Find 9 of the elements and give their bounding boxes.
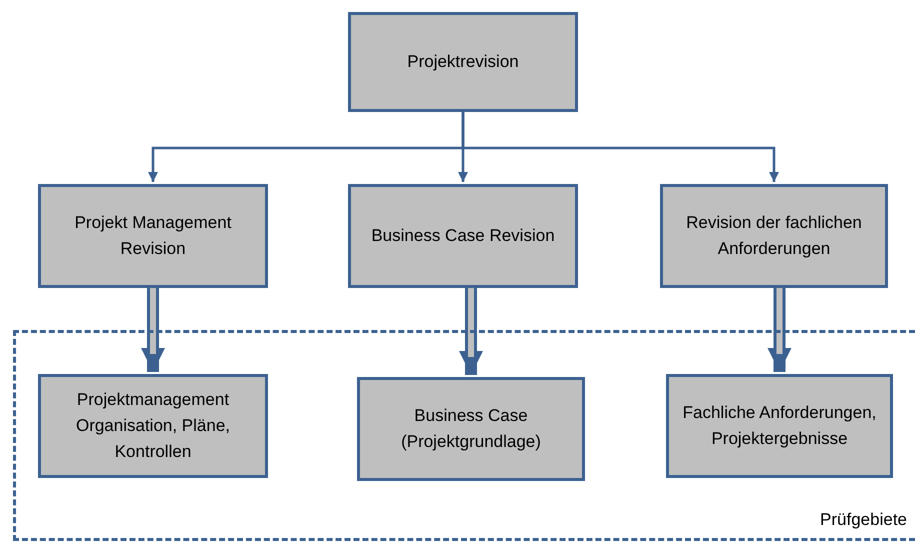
process-box: Business Case Revision — [348, 184, 578, 288]
process-box: Business Case (Projektgrundlage) — [357, 377, 585, 481]
process-box: Fachliche Anforderungen, Projektergebnisse — [666, 374, 893, 478]
process-box: Projekt Management Revision — [38, 184, 268, 288]
process-box: Projektrevision — [348, 12, 578, 112]
process-box: Revision der fachlichen Anforderungen — [660, 184, 888, 288]
dashed-region — [13, 330, 915, 541]
region-label: Prüfgebiete — [820, 508, 907, 530]
process-box: Projektmanagement Organisation, Pläne, Kontrollen — [38, 374, 268, 478]
